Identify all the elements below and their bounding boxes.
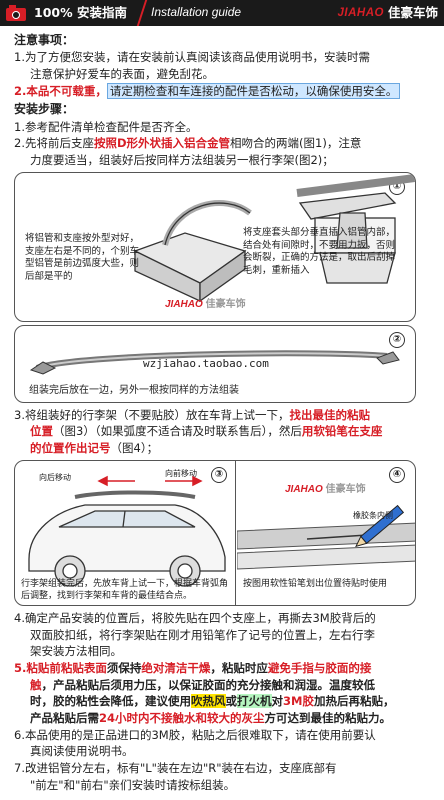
figure-4-label: 橡胶条内侧 [353, 510, 393, 520]
step-3-text-2: （图3）（如果弧度不适合请及时联系售后），然后 [53, 424, 302, 439]
note-2-warning: 2.本品不可载重， [14, 83, 107, 98]
step-5-text-1: 须保持 [106, 660, 142, 675]
step-2-text-end: 相吻合的两端(图1)，注意 [230, 136, 362, 151]
step-2-line-1: 2.先将前后支座按照D形外状插入铝合金管相吻合的两端(图1)，注意 [14, 135, 430, 152]
step-3-emphasis-4: 的位置作出记号 [30, 441, 111, 456]
step-3-line-2: 位置（图3）（如果弧度不适合请及时联系售后），然后用软铅笔在支座 [14, 423, 430, 440]
figure-4-rail [237, 504, 415, 570]
step-2-line-2: 力度要适当，组装好后按同样方法组装另一根行李架(图2)； [30, 153, 334, 168]
step-6-line-2: 真阅读使用说明书。 [30, 744, 134, 759]
header-title-cn: 100% 安装指南 [34, 4, 127, 20]
step-5-emphasis-3: 避免手指与胶面的接 [267, 660, 372, 675]
figure-3-caption: 行李架组装完后，先放车背上试一下，根据车背弧角后调整，找到行李架和车背的最佳结合… [21, 578, 229, 601]
step-7-line-1: 7.改进铝管分左右，标有"L"装在左边"R"装在右边，支座底部有 [14, 760, 337, 775]
step-3-emphasis-1: 找出最佳的粘贴 [289, 407, 370, 422]
step-1: 1.参考配件清单检查配件是否齐全。 [14, 119, 198, 134]
step-5-line-4: 产品粘贴后需24小时内不接触水和较大的灰尘方可达到最佳的粘贴力。 [14, 710, 430, 727]
arrow-label-front: 向前移动 [165, 468, 197, 478]
arrow-label-rear: 向后移动 [39, 472, 71, 482]
figure-1-left-note: 将铝管和支座按外型对好，支座左右是不同的，个别车型铝管是前边弧度大些，则后部是平… [25, 232, 140, 283]
step-6-line-1: 6.本品使用的是正品进口的3M胶，粘贴之后很难取下，请在使用前要认 [14, 727, 376, 742]
watermark-brand-cn-2: 佳豪车饰 [325, 483, 366, 495]
watermark-brand-2: JIAHAO [285, 483, 323, 495]
note-2-highlight: 请定期检查和车连接的配件是否松动，以确保使用安全。 [106, 82, 401, 99]
step-5-emphasis-4: 触 [30, 677, 42, 692]
step-3-text: 3.将组装好的行李架（不要贴胶）放在车背上试一下， [14, 407, 290, 422]
figure-3-4-watermark: JIAHAO 佳豪车饰 [285, 483, 366, 498]
step-5-text-5: 或 [225, 694, 238, 709]
step-2-text: 2.先将前后支座 [14, 136, 94, 151]
header-divider [136, 0, 148, 26]
figure-3-car [28, 475, 226, 587]
step-4-line-1: 4.确定产品安装的位置后，将胶先贴在四个支座上，再撕去3M胶背后的 [14, 610, 376, 625]
step-5-lighter: 打火机 [237, 694, 272, 709]
step-3-emphasis-3: 用软铅笔在支座 [301, 424, 383, 439]
watermark-brand-cn: 佳豪车饰 [205, 298, 246, 310]
step-5-line-2: 触，产品粘贴后须用力压，以保证胶面的充分接触和润湿。温度较低 [14, 677, 430, 694]
note-1-line-2: 注意保护好爱车的表面，避免刮花。 [30, 67, 214, 82]
figure-1-illustration [133, 173, 415, 303]
figure-2-roof-rack [29, 350, 400, 375]
watermark-brand: JIAHAO [165, 298, 203, 310]
brand-logo: JIAHAO 佳豪车饰 [338, 4, 438, 22]
camera-icon [6, 4, 30, 22]
guide-header: 100% 安装指南 Installation guide JIAHAO 佳豪车饰 [0, 0, 444, 26]
step-2-emphasis: 按照D形外状插入铝合金管 [93, 136, 231, 151]
note-1-line-1: 1.为了方便您安装，请在安装前认真阅读该商品使用说明书，安装时需 [14, 50, 370, 65]
step-5-hot-air: 吹热风 [191, 694, 226, 709]
header-title-en: Installation guide [150, 5, 242, 20]
step-7-line-2: "前左"和"前右"亲们安装时请按标组装。 [30, 777, 236, 792]
note-2: 2.本品不可载重，请定期检查和车连接的配件是否松动，以确保使用安全。 [14, 82, 430, 100]
step-5-text-7: 加热后再粘贴， [313, 694, 395, 709]
figure-2-caption: 组装完后放在一边，另外一根按同样的方法组装 [29, 384, 239, 396]
step-5-text-6: 对 [271, 694, 284, 709]
step-5-3m-tape: 3M胶 [283, 694, 314, 709]
step-3-line-3: 的位置作出记号（图4）； [14, 440, 430, 457]
step-5-text-9: 方可达到最佳的粘贴力。 [264, 710, 392, 725]
step-5-text-3: ，产品粘贴后须用力压，以保证胶面的充分接触和润湿。温度较低 [41, 677, 376, 692]
brand-name: JIAHAO [337, 6, 384, 19]
figure-2-number: ② [389, 331, 405, 348]
step-5-text-8: 产品粘贴后需 [30, 710, 99, 725]
figure-divider [235, 460, 236, 605]
guide-content: 注意事项： 1.为了方便您安装，请在安装前认真阅读该商品使用说明书，安装时需 注… [0, 26, 444, 793]
step-4-line-2: 双面胶扣纸，将行李架贴在刚才用铅笔作了记号的位置上，左右行李 [30, 627, 375, 642]
figure-3-4: ③ ④ 向后移动 向前移动 行李架组装完后，先放车背上试一下，根据车背弧角后调整… [14, 459, 416, 606]
step-3-emphasis-2: 位置 [30, 424, 53, 439]
notes-heading: 注意事项： [14, 33, 75, 47]
step-5-emphasis-5: 24小时内不接触水和较大的灰尘 [99, 710, 265, 725]
step-5-text-4: 时，胶的粘性会降低，建议使用 [30, 694, 191, 709]
step-5-line-1: 5.粘贴前粘贴表面须保持绝对清洁干燥，粘贴时应避免手指与胶面的接 [14, 660, 430, 677]
shop-url: wzjiahao.taobao.com [143, 356, 269, 370]
figure-4-number: ④ [389, 466, 405, 483]
step-3-text-3: （图4）； [110, 441, 159, 456]
figure-3-number: ③ [211, 466, 227, 483]
figure-1: ① 将铝管和支座按外型对好，支座左右是不同的，个别车型铝管是前边弧度大些，则后部… [14, 171, 416, 322]
figure-1-watermark: JIAHAO 佳豪车饰 [165, 298, 246, 313]
step-5-emphasis-1: 5.粘贴前粘贴表面 [14, 660, 107, 675]
brand-name-cn: 佳豪车饰 [387, 5, 438, 20]
steps-heading: 安装步骤： [14, 102, 75, 117]
figure-2: ② wzjiahao.taobao.com 组装完后放在一边，另外一根按同样的方… [14, 324, 416, 403]
step-5-emphasis-2: 绝对清洁干燥 [141, 660, 211, 675]
figure-1-right-note: 将支座套头部分垂直插入铝管内部，结合处有间隙时，不要用力扳，否则会断裂，正确的方… [243, 226, 396, 277]
step-5-text-2: ，粘贴时应 [210, 660, 268, 675]
figure-4-caption: 按图用软性铅笔划出位置待贴时使用 [243, 578, 388, 589]
step-5-line-3: 时，胶的粘性会降低，建议使用吹热风或打火机对3M胶加热后再粘贴， [14, 693, 430, 710]
step-3-line-1: 3.将组装好的行李架（不要贴胶）放在车背上试一下，找出最佳的粘贴 [14, 407, 430, 424]
step-4-line-3: 架安装方法相同。 [30, 644, 122, 659]
